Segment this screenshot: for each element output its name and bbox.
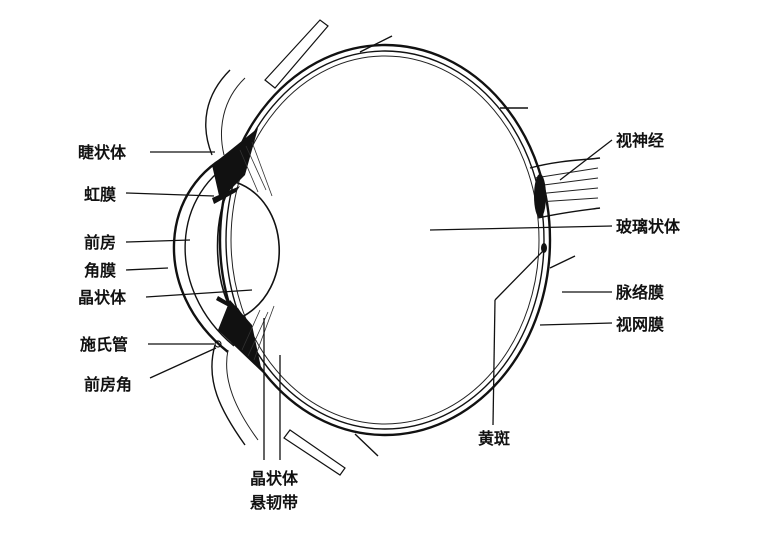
label-choroid: 脉络膜 [615,283,664,302]
cornea-outer [172,150,236,353]
label-retina: 视网膜 [616,315,664,334]
label-zonule-line2: 悬韧带 [249,493,298,512]
inferior-muscle [283,429,346,476]
label-vitreous-body: 玻璃状体 [616,217,681,236]
label-optic-nerve: 视神经 [616,131,664,150]
schlemm-canal-dot [214,340,222,348]
ciliary-body-upper [212,128,258,200]
label-iris: 虹膜 [84,185,116,204]
ciliary-body-lower [218,300,262,372]
sclera-outer [218,43,552,437]
iris-upper [212,186,240,204]
label-ciliary-body: 睫状体 [78,143,127,162]
label-schlemm-canal: 施氏管 [80,335,128,354]
superior-muscle [264,19,329,89]
label-cornea: 角膜 [84,261,116,280]
label-zonule-line1: 晶状体 [250,469,299,488]
upper-eyelid-inner [221,77,246,156]
right-vessel-lower [549,255,576,269]
macula-spot [541,243,547,253]
leader-lines [125,139,613,460]
top-vessel [359,35,393,53]
label-chamber-angle: 前房角 [84,375,132,394]
label-anterior-chamber: 前房 [84,233,116,252]
retina-layer [230,55,540,425]
optic-nerve-bottom [537,207,601,219]
upper-eyelid [205,69,231,156]
label-macula: 黄斑 [478,429,510,448]
label-lens: 晶状体 [78,288,127,307]
optic-disc [534,174,546,218]
optic-nerve-fibers [534,167,599,203]
choroid-layer [225,50,545,430]
optic-nerve-top [529,157,601,169]
iris-lower [216,296,242,314]
lower-eyelid-inner [226,349,259,441]
bottom-vessel [354,433,379,457]
lower-eyelid [211,344,246,446]
